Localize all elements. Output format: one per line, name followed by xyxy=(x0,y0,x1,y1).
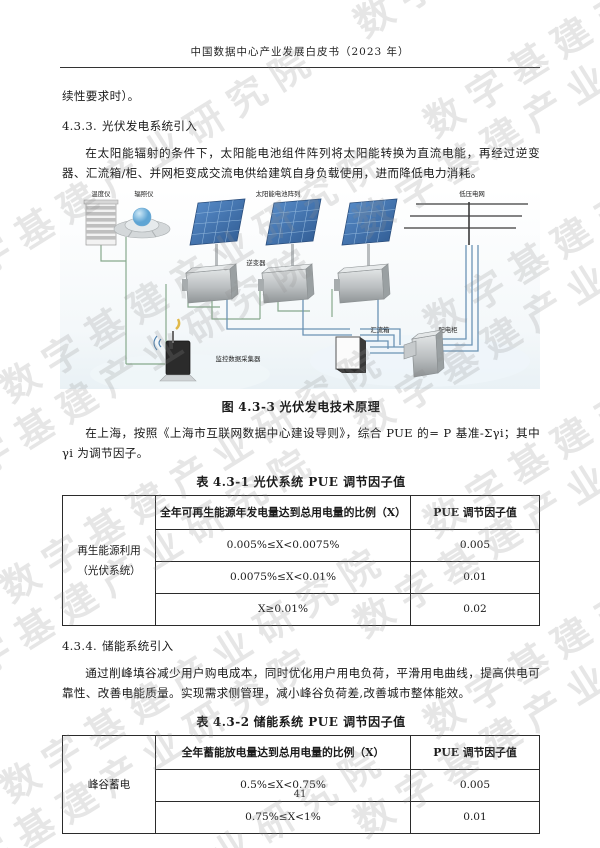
section-title-storage: 储能系统引入 xyxy=(102,639,174,653)
table-cell-range: 0.0075%≤X<0.01% xyxy=(155,561,411,594)
distribution-cabinet-icon xyxy=(403,329,445,378)
solar-panel xyxy=(341,198,398,274)
table-label-storage: 表 xyxy=(196,715,209,729)
table-title-text-pv: 光伏系统 PUE 调节因子值 xyxy=(253,475,406,489)
pv-system-diagram: 温度仪 辐照仪 太阳能电池阵列 xyxy=(60,189,540,389)
table-row: 峰谷蓄电 全年蓄能放电量达到总用电量的比例（X） PUE 调节因子值 xyxy=(62,735,540,834)
label-inverter: 逆变器 xyxy=(246,258,266,267)
document-content: 续性要求时）。 4.3.3. 光伏发电系统引入 在太阳能辐射的条件下，太阳能电池组… xyxy=(60,86,540,834)
section-heading-storage: 4.3.4. 储能系统引入 xyxy=(62,637,540,656)
table-number-storage: 4.3-2 xyxy=(212,715,250,729)
table-cell-range: X≥0.01% xyxy=(155,593,411,626)
label-thermometer: 温度仪 xyxy=(91,189,111,198)
label-solar-array: 太阳能电池阵列 xyxy=(256,189,301,198)
table-cell-range: 0.005%≤X<0.0075% xyxy=(155,529,411,562)
figure-caption-label: 图 xyxy=(221,400,235,414)
table-cell-value: 0.01 xyxy=(410,561,540,594)
table-cell-range: 0.75%≤X<1% xyxy=(155,801,411,834)
table-pv-factors: 再生能源利用（光伏系统） 全年可再生能源年发电量达到总用电量的比例（X） PUE… xyxy=(62,495,540,626)
table-number-pv: 4.3-1 xyxy=(212,475,250,489)
table-cell-value: 0.005 xyxy=(410,529,540,562)
inverter-unit xyxy=(334,263,391,304)
label-data-collector: 监控数据采集器 xyxy=(216,354,261,363)
page-number: 41 xyxy=(293,789,307,800)
inverter-unit xyxy=(258,263,315,304)
section-paragraph-pv: 在太阳能辐射的条件下，太阳能电池组件阵列将太阳能转换为直流电能，再经过逆变器、汇… xyxy=(62,146,540,180)
inverter-unit xyxy=(182,263,239,304)
document-header-title: 中国数据中心产业发展白皮书（2023 年） xyxy=(190,46,410,58)
table-cell-range: 0.5%≤X<0.75% xyxy=(155,769,411,802)
section-heading-pv: 4.3.3. 光伏发电系统引入 xyxy=(62,117,540,136)
table-row: 0.005%≤X<0.0075% 0.005 xyxy=(63,529,540,562)
label-combiner-box: 汇流箱 xyxy=(370,325,390,334)
document-header: 中国数据中心产业发展白皮书（2023 年） xyxy=(60,40,540,59)
figure-pv-principle: 温度仪 辐照仪 太阳能电池阵列 xyxy=(60,189,540,394)
table-row: 0.75%≤X<1% 0.01 xyxy=(63,801,540,834)
section-number-storage: 4.3.4. xyxy=(62,639,97,653)
table-row: 0.0075%≤X<0.01% 0.01 xyxy=(63,561,540,594)
header-divider xyxy=(60,67,540,68)
solar-panel xyxy=(265,198,322,274)
figure-caption-title: 光伏发电技术原理 xyxy=(279,400,381,414)
table-row-label-pv: 再生能源利用（光伏系统） xyxy=(62,495,156,626)
section-title-pv: 光伏发电系统引入 xyxy=(102,119,198,133)
table-cell-value: 0.005 xyxy=(410,769,540,802)
combiner-box-icon xyxy=(335,336,366,373)
table-header-ratio-pv: 全年可再生能源年发电量达到总用电量的比例（X） xyxy=(155,495,411,530)
continuation-paragraph: 续性要求时）。 xyxy=(62,89,140,103)
label-low-voltage-grid: 低压电网 xyxy=(459,189,485,198)
shanghai-paragraph: 在上海，按照《上海市互联网数据中心建设导则》，综合 PUE 的= P 基准-Σγ… xyxy=(62,426,540,460)
utility-pole-icon xyxy=(404,202,528,245)
table-row: X≥0.01% 0.02 xyxy=(63,593,540,626)
table-storage-factors: 峰谷蓄电 全年蓄能放电量达到总用电量的比例（X） PUE 调节因子值 0.5%≤… xyxy=(62,735,540,834)
data-collector-icon xyxy=(153,318,197,382)
table-header-factor-storage: PUE 调节因子值 xyxy=(410,735,540,770)
table-cell-value: 0.01 xyxy=(410,801,540,834)
table-cell-value: 0.02 xyxy=(410,593,540,626)
table-row-label-storage: 峰谷蓄电 xyxy=(62,735,156,834)
table-title-text-storage: 储能系统 PUE 调节因子值 xyxy=(253,715,406,729)
thermometer-icon xyxy=(83,199,119,246)
table-label-pv: 表 xyxy=(196,475,209,489)
label-radiometer: 辐照仪 xyxy=(134,189,154,198)
table-row: 再生能源利用（光伏系统） 全年可再生能源年发电量达到总用电量的比例（X） PUE… xyxy=(62,495,540,626)
section-paragraph-storage: 通过削峰填谷减少用户购电成本，同时优化用户用电负荷，平滑用电曲线，提高供电可靠性… xyxy=(62,666,540,700)
figure-caption-number: 4.3-3 xyxy=(238,400,276,414)
table-header-ratio-storage: 全年蓄能放电量达到总用电量的比例（X） xyxy=(155,735,411,770)
label-distribution-cabinet: 配电柜 xyxy=(438,325,458,334)
radiometer-icon xyxy=(113,207,171,239)
solar-panel xyxy=(189,198,246,274)
table-header-factor-pv: PUE 调节因子值 xyxy=(410,495,540,530)
table-row: 0.5%≤X<0.75% 0.005 xyxy=(63,769,540,802)
section-number-pv: 4.3.3. xyxy=(62,119,97,133)
